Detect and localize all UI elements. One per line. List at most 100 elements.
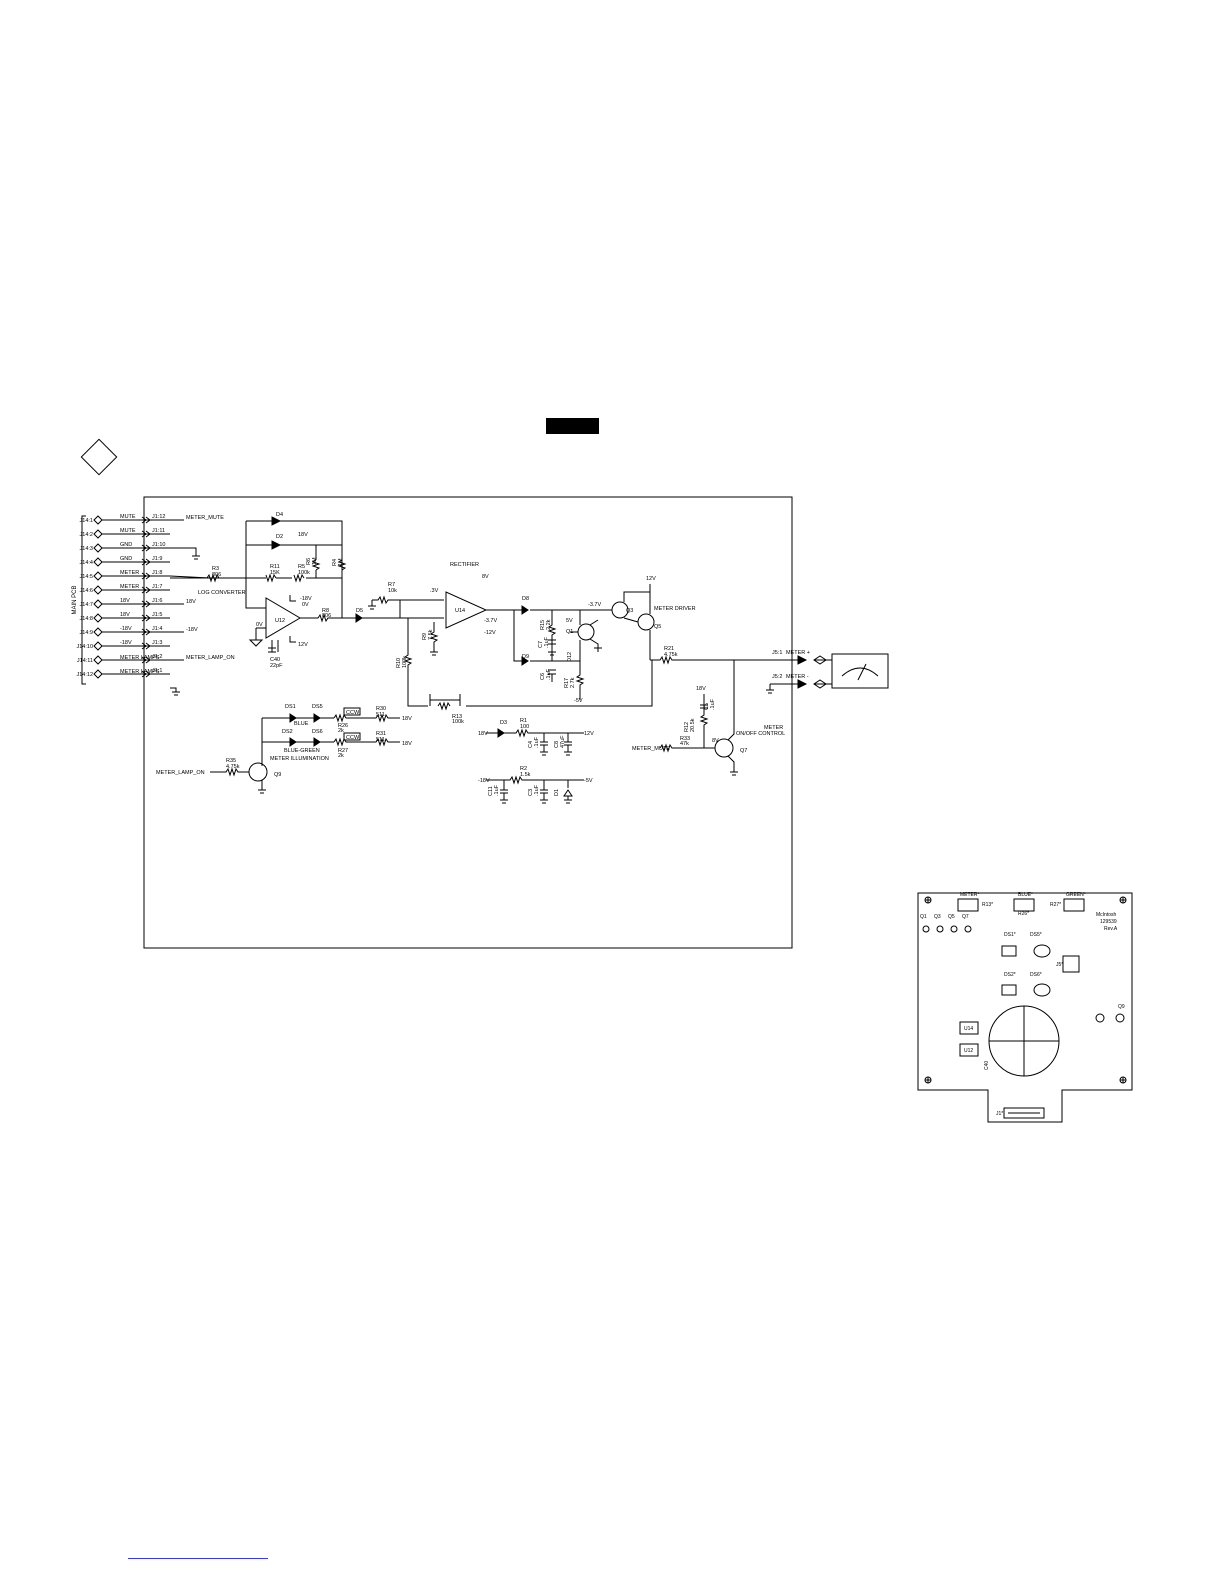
voltage: -5V <box>574 698 583 704</box>
part-label: D5 <box>356 608 363 614</box>
connector-pin <box>93 655 103 665</box>
pcb-label: Q9 <box>1118 1004 1125 1010</box>
pcb-label: 129539 <box>1100 919 1117 925</box>
part-label: .1uF <box>534 784 540 796</box>
connector-jpin-label: J1:9 <box>152 556 162 562</box>
pcb-label: DS1* <box>1004 932 1016 938</box>
connector-pin-label: J14:7 <box>80 602 93 608</box>
part-label: 100k <box>402 656 408 668</box>
part-label: R3 <box>212 566 219 572</box>
part-label: DS5 <box>312 704 323 710</box>
pcb-label: J1* <box>996 1111 1003 1117</box>
connector-jpin-label: J1:3 <box>152 640 162 646</box>
connector-pin-label: J14:2 <box>80 532 93 538</box>
part-label: Q7 <box>740 748 747 754</box>
connector-net-label: METER LAMPS <box>120 655 160 661</box>
block-label: LOG CONVERTER <box>198 590 246 596</box>
part-value: 15K <box>270 570 280 576</box>
part-label: DS1 <box>285 704 296 710</box>
main-pcb-bracket <box>81 515 86 685</box>
voltage: 18V <box>402 741 412 747</box>
pcb-label: DS6* <box>1030 972 1042 978</box>
connector-net-label: GND <box>120 556 132 562</box>
part-label: D8 <box>522 596 529 602</box>
connector-jpin-label: J1:12 <box>152 514 165 520</box>
part-label: DS2 <box>282 729 293 735</box>
voltage: 18V <box>696 686 706 692</box>
part-label: DS6 <box>312 729 323 735</box>
connector-dest-label: METER_MUTE <box>186 515 224 521</box>
connector-dest-label: -18V <box>186 627 198 633</box>
pcb-layout <box>917 892 1133 1123</box>
part-label: R6 <box>306 558 312 565</box>
part-label: 7.5k <box>428 629 434 640</box>
pcb-label: Rev.A <box>1104 926 1118 932</box>
pcb-label: Q7 <box>962 914 969 920</box>
part-label: R26 <box>338 723 348 729</box>
part-value: 2k <box>338 753 344 759</box>
voltage: -12V <box>484 630 496 636</box>
block-label: RECTIFIER <box>450 562 479 568</box>
voltage: 18V <box>478 731 488 737</box>
part-label: R9 <box>422 633 428 640</box>
connector-jpin-label: J1:1 <box>152 668 162 674</box>
part-label: C11 <box>488 786 494 796</box>
part-value: 2k <box>338 728 344 734</box>
voltage: 12V <box>298 642 308 648</box>
part-label: R2 <box>520 766 527 772</box>
pcb-labels: METER*BLUE*GREEN*R13*R26*R27*McIntosh129… <box>920 892 1125 1117</box>
pcb-label: R13* <box>982 902 993 908</box>
meter-symbol <box>831 653 889 689</box>
part-value: 4.75k <box>226 764 240 770</box>
part-label: R10 <box>396 658 402 668</box>
part-label: D1 <box>554 789 560 796</box>
pcb-label: Q3 <box>934 914 941 920</box>
connector-dest-label: METER_LAMP_ON <box>186 655 235 661</box>
voltage: .3V <box>430 588 439 594</box>
part-label: C6 <box>540 673 546 680</box>
connector-pin <box>93 641 103 651</box>
part-label: Q5 <box>654 624 661 630</box>
transistor-q1 <box>577 623 595 641</box>
block-label: METER <box>764 725 783 731</box>
part-value: 100k <box>452 719 464 725</box>
part-label: C7 <box>538 641 544 648</box>
part-label: 1M <box>312 557 318 565</box>
part-label: R11 <box>270 564 280 570</box>
part-label: D3 <box>500 720 507 726</box>
part-label: 1M <box>338 558 344 566</box>
part-value: 100 <box>520 724 529 730</box>
part-label: C4 <box>528 741 534 748</box>
net-label: J5:2 <box>772 674 782 680</box>
connector-pin <box>93 627 103 637</box>
rectifier-section <box>368 584 655 711</box>
pcb-label: U14 <box>964 1026 973 1032</box>
part-label: R15 <box>540 620 546 630</box>
main-pcb-label: MAIN PCB <box>72 585 78 614</box>
part-value: 4.75k <box>664 652 678 658</box>
part-label: .1uF <box>494 784 500 796</box>
connector-pin <box>93 613 103 623</box>
part-label: .1uF <box>544 636 550 648</box>
part-label: R12 <box>684 722 690 732</box>
voltage: 5V <box>566 618 573 624</box>
connector-jpin-label: J1:2 <box>152 654 162 660</box>
voltage: 0V <box>256 622 263 628</box>
pcb-label: GREEN* <box>1066 892 1086 898</box>
pcb-label: Q1 <box>920 914 927 920</box>
pcb-label: DS5* <box>1030 932 1042 938</box>
opamp-u12 <box>265 597 301 639</box>
part-value: 806 <box>322 613 331 619</box>
voltage: -18V <box>478 778 490 784</box>
redaction-bar <box>546 418 599 434</box>
connector-net-label: METER <box>120 584 139 590</box>
part-label: C3 <box>528 789 534 796</box>
